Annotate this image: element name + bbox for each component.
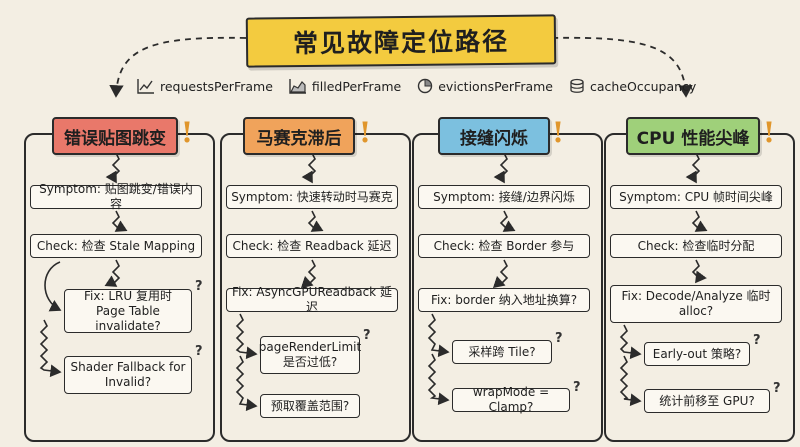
legend-item-occupancy: cacheOccupancy [569,78,696,94]
check-box: Check: 检查 Stale Mapping [30,234,202,258]
question-mark: ? [363,328,371,343]
legend-label: requestsPerFrame [160,78,273,94]
question-mark: ? [555,331,563,346]
alert-mark: ! [180,115,194,149]
column-title: CPU 性能尖峰 [626,117,760,155]
question-mark: ? [195,279,203,294]
database-icon [570,78,584,93]
symptom-box: Symptom: CPU 帧时间尖峰 [610,185,782,209]
symptom-box: Symptom: 贴图跳变/错误内容 [30,182,202,211]
check-box: Check: 检查 Readback 延迟 [226,234,398,258]
alert-mark: ! [551,115,565,149]
question-mark: ? [573,380,581,395]
question-mark: ? [773,381,781,396]
question-mark: ? [195,344,203,359]
column-title: 马赛克滞后 [243,117,355,155]
sub-check-box: 统计前移至 GPU? [644,389,770,413]
fix-box: Fix: LRU 复用时 Page Table invalidate? [64,289,192,333]
legend: requestsPerFrame filledPerFrame eviction… [137,74,696,98]
legend-item-evictions: evictionsPerFrame [417,78,553,94]
sub-check-box: pageRenderLimit 是否过低? [259,336,361,374]
symptom-box: Symptom: 快速转动时马赛克 [226,185,398,209]
legend-label: evictionsPerFrame [438,78,553,94]
check-box: Check: 检查临时分配 [610,234,782,258]
area-chart-icon [289,79,306,94]
column-title: 错误贴图跳变 [52,117,178,155]
page-title: 常见故障定位路径 [245,14,557,68]
pie-chart-icon [418,78,433,94]
alert-mark: ! [358,115,372,149]
sub-check-box: Early-out 策略? [644,342,750,366]
alert-mark: ! [762,115,776,149]
fix-box: Fix: AsyncGPUReadback 延迟 [226,285,398,314]
legend-item-requests: requestsPerFrame [137,78,273,94]
sub-check-box: Shader Fallback for Invalid? [64,356,192,394]
line-chart-icon [137,79,154,94]
legend-label: cacheOccupancy [590,78,697,94]
sub-check-box: 采样跨 Tile? [452,340,552,364]
legend-item-filled: filledPerFrame [289,78,401,94]
column-stale-texture [24,133,215,442]
symptom-box: Symptom: 接缝/边界闪烁 [418,185,590,209]
fix-box: Fix: border 纳入地址换算? [418,288,590,312]
sub-check-box: wrapMode = Clamp? [452,385,570,414]
fix-box: Fix: Decode/Analyze 临时 alloc? [610,285,782,323]
sub-check-box: 预取覆盖范围? [260,394,360,418]
legend-label: filledPerFrame [311,78,402,94]
question-mark: ? [753,333,761,348]
column-title: 接缝闪烁 [438,117,550,155]
check-box: Check: 检查 Border 参与 [418,234,590,258]
